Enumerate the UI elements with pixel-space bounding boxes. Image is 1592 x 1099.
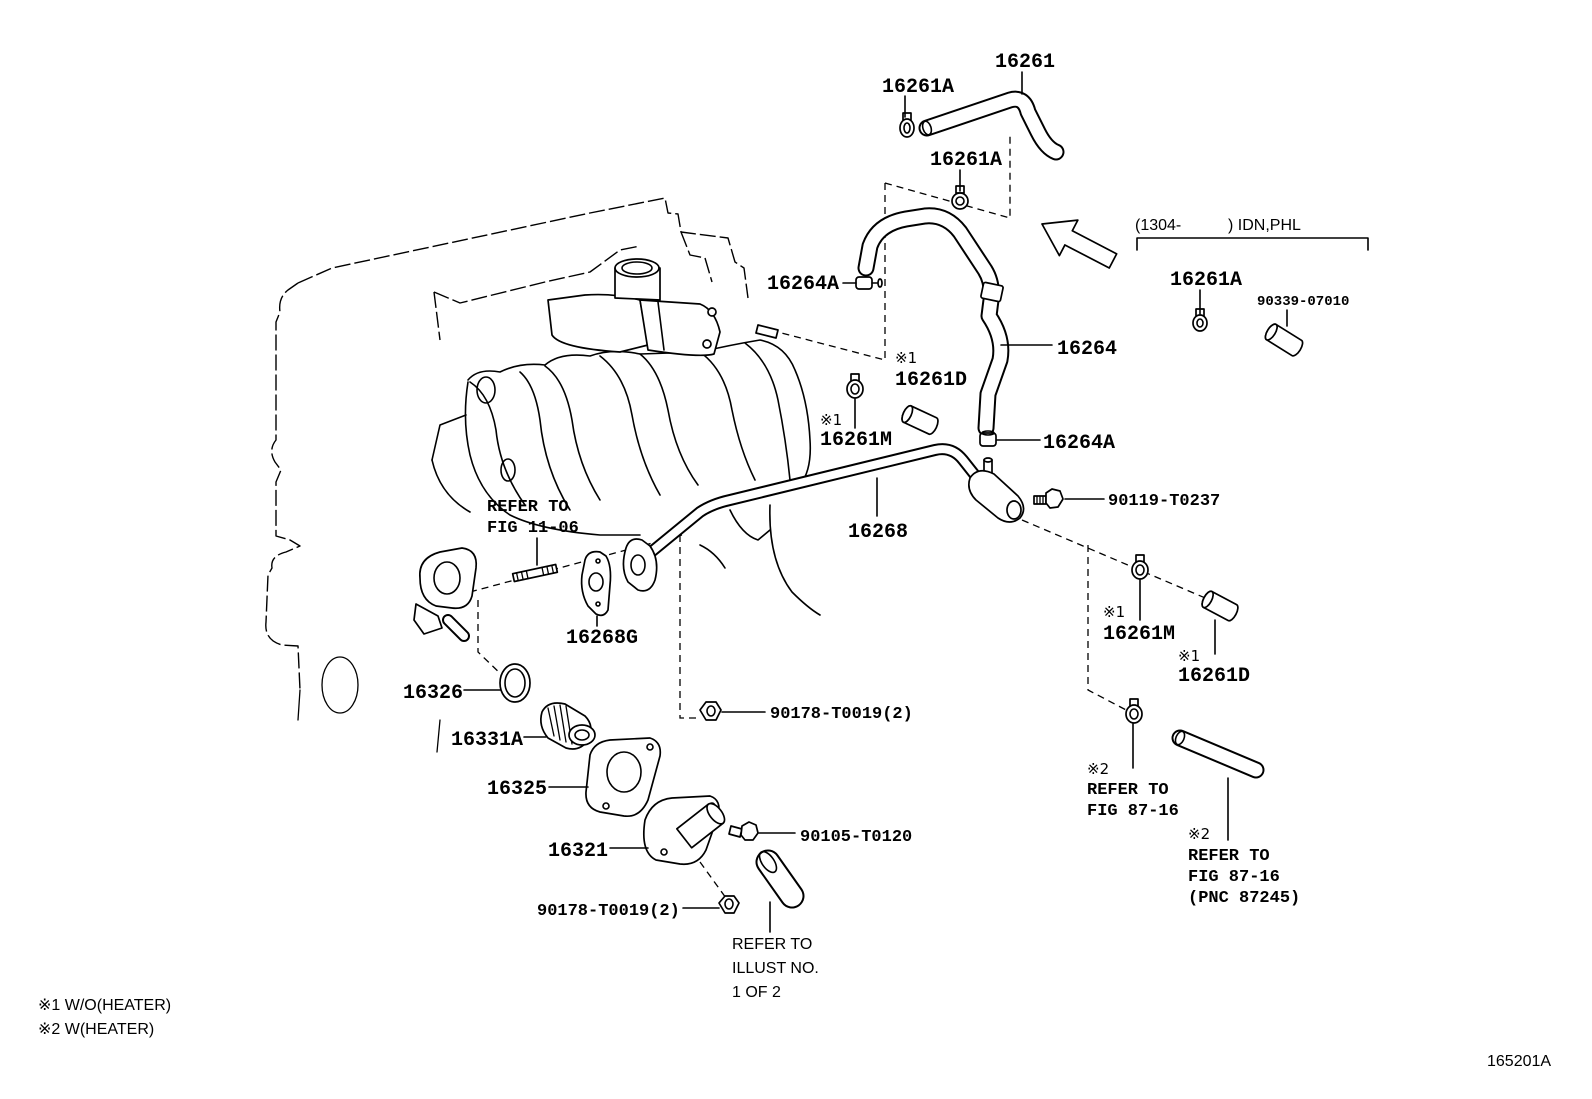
hose-clamp-icon [1131,554,1149,580]
inset-code-open: (1304- [1135,217,1181,234]
water-hose [857,207,1010,437]
hose-clamp-icon [846,373,864,399]
pipe-gasket-icon [580,550,612,617]
callout-water-hose: 16264 [1057,338,1117,361]
sleeve-icon [1264,323,1304,357]
thermostat-icon [540,702,596,750]
callout-thermostat-ring: 16326 [403,682,463,705]
thermostat-ring-icon [499,663,531,703]
callout-water-pipe: 16268 [848,521,908,544]
callout-inlet-bolt: 90105-T0120 [800,828,912,847]
callout-hose-clamp-b: 16261A [930,149,1002,172]
callout-clamp-m-lower-mark: ※1 [1103,603,1125,621]
callout-heater-clamp-refer: REFER TO [1087,781,1169,800]
inset-callout-clamp: 16261A [1170,269,1242,292]
callout-cap-lower-mark: ※1 [1178,647,1200,665]
callout-bypass-hose: 16261 [995,51,1055,74]
callout-cap-lower: 16261D [1178,665,1250,688]
bypass-hose [918,90,1065,161]
callout-heater-hose-pnc: (PNC 87245) [1188,889,1300,908]
hose-clamp-icon [899,112,915,138]
water-outlet-fitting [968,457,1025,523]
callout-inlet-gasket: 16325 [487,778,547,801]
legend: ※1 W/O(HEATER) ※2 W(HEATER) [38,997,171,1038]
callout-heater-hose-fig: FIG 87-16 [1188,868,1280,887]
note-line-3: 1 OF 2 [732,984,781,1001]
callout-thermostat: 16331A [451,729,523,752]
radiator-hose [755,849,805,909]
callout-heater-clamp-mark: ※2 [1087,760,1109,778]
hose-cap-icon [1201,590,1239,622]
alignment-lines [469,134,1211,899]
stud-icon [511,563,559,583]
callout-inlet-nut: 90178-T0019(2) [537,902,680,921]
callout-union-lower: 16264A [1043,432,1115,455]
callout-clamp-m-upper: 16261M [820,429,892,452]
arrow-icon [1041,219,1118,269]
hose-clamp-icon [951,185,969,210]
callout-pipe-gasket: 16268G [566,627,638,650]
callout-outlet-bolt: 90119-T0237 [1108,492,1220,511]
callout-hose-clamp-a: 16261A [882,76,954,99]
bolt-icon [1033,488,1064,509]
water-inlet-housing [642,795,726,866]
callout-water-inlet: 16321 [548,840,608,863]
callout-stud-refer: REFER TO [487,498,569,517]
callout-cap-upper-mark: ※1 [895,349,917,367]
nut-icon [699,701,722,721]
pipe-flange-icon [622,538,658,592]
intake-manifold [431,324,821,616]
callout-clamp-m-lower: 16261M [1103,623,1175,646]
note-line-2: ILLUST NO. [732,960,819,977]
leader-lines [463,71,1288,933]
engine-outline [265,197,749,753]
note-line-1: REFER TO [732,936,812,953]
bolt-icon [728,821,759,841]
water-pipe [644,443,988,559]
callout-heater-hose-mark: ※2 [1188,825,1210,843]
figure-id: 165201A [1487,1053,1551,1070]
hose-union-icon [979,430,997,447]
callout-cap-upper: 16261D [895,369,967,392]
hose-cap-icon [901,404,939,436]
callout-union-upper: 16264A [767,273,839,296]
throttle-body [547,258,721,357]
inset-labels: (1304- ) IDN,PHL 16261A 90339-07010 [1135,217,1349,310]
hose-clamp-icon [1125,698,1143,724]
nut-icon [718,895,740,914]
heater-hose [1171,729,1265,779]
engine-water-inlet-flange [413,547,478,642]
inlet-gasket-icon [585,737,662,818]
callout-heater-hose-refer: REFER TO [1188,847,1270,866]
inset-code-close: ) IDN,PHL [1228,217,1301,234]
inset-bracket [1136,237,1369,251]
callout-heater-clamp-fig: FIG 87-16 [1087,802,1179,821]
callout-pipe-nut: 90178-T0019(2) [770,705,913,724]
legend-item-1: ※1 W/O(HEATER) [38,997,171,1014]
hose-union-icon [855,276,883,290]
inset-callout-sleeve: 90339-07010 [1257,294,1349,310]
callout-clamp-m-upper-mark: ※1 [820,411,842,429]
legend-item-2: ※2 W(HEATER) [38,1021,154,1038]
radiator-hose-note: REFER TO ILLUST NO. 1 OF 2 [732,936,819,1001]
callout-stud-fig: FIG 11-06 [487,519,579,538]
callout-labels: 16261 16261A 16261A 16264A 16264 ※1 1626… [403,51,1300,921]
